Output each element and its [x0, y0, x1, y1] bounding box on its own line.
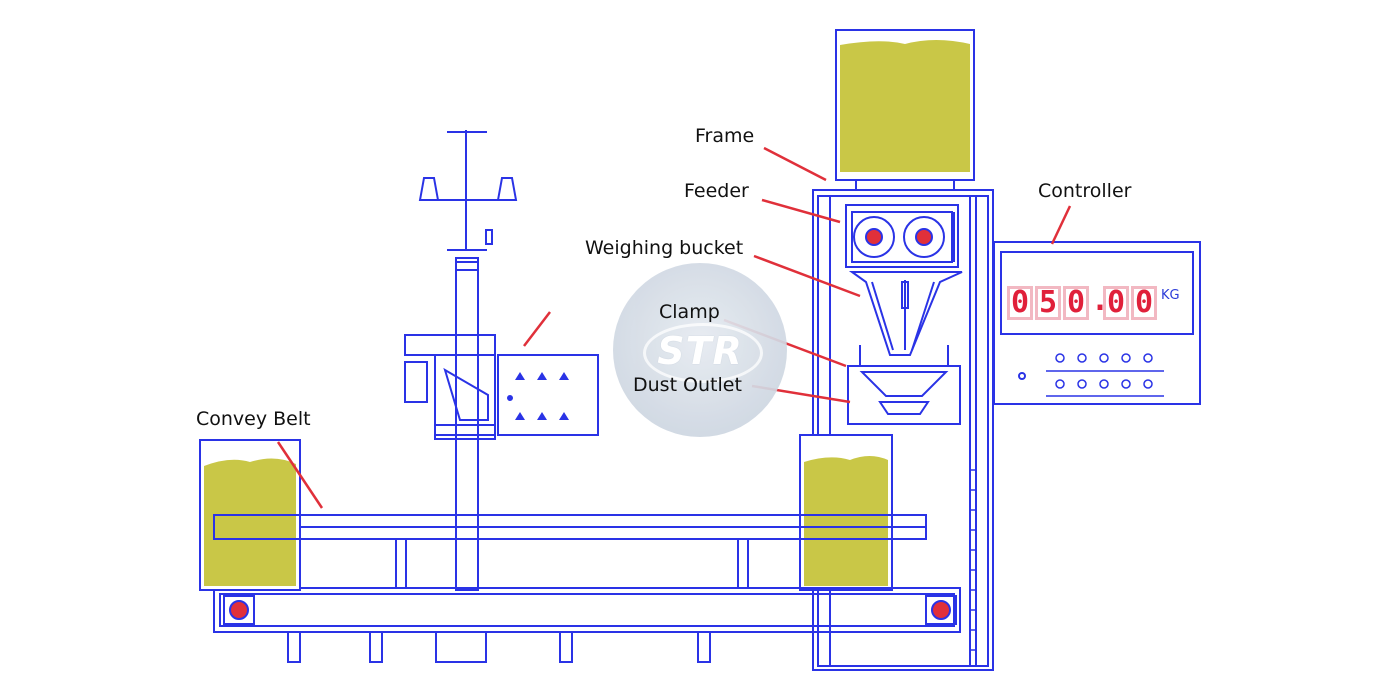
filled-bag-right	[799, 434, 893, 591]
feeder	[845, 204, 959, 268]
label-feeder: Feeder	[684, 180, 749, 202]
display-digit: 0	[1131, 286, 1157, 320]
label-clamp: Clamp	[659, 301, 720, 323]
label-frame: Frame	[695, 125, 755, 147]
label-controller: Controller	[1038, 180, 1132, 202]
display-digit: 0	[1103, 286, 1129, 320]
weighing-bucket-leader-line	[753, 254, 861, 298]
display-unit: KG	[1161, 288, 1180, 303]
label-dust-outlet: Dust Outlet	[633, 374, 742, 396]
display-digit: 5	[1035, 286, 1061, 320]
logo-ring	[643, 323, 763, 383]
feeder-leader-line	[761, 198, 841, 224]
clamp-assembly	[847, 345, 961, 425]
display-digit: 0	[1007, 286, 1033, 320]
filled-bag-left	[199, 439, 301, 591]
display-digit: 0	[1063, 286, 1089, 320]
label-convey-belt: Convey Belt	[196, 408, 311, 430]
weighing-bucket	[848, 271, 963, 356]
controller-leader-line	[1050, 205, 1072, 245]
str-logo-watermark: STR	[613, 263, 787, 437]
label-weighing-bucket: Weighing bucket	[585, 237, 744, 259]
weight-display: 0 5 0 . 0 0 KG	[1007, 286, 1180, 320]
sewing-column	[404, 130, 599, 591]
main-frame	[812, 189, 994, 671]
frame-leader-line	[763, 146, 827, 182]
display-decimal-point: .	[1091, 283, 1110, 318]
hopper	[835, 29, 975, 191]
convey-belt-leader-line	[276, 441, 324, 509]
logo-text: STR	[657, 329, 743, 373]
sewing-leader-line	[523, 311, 551, 347]
controller-box	[993, 241, 1201, 405]
